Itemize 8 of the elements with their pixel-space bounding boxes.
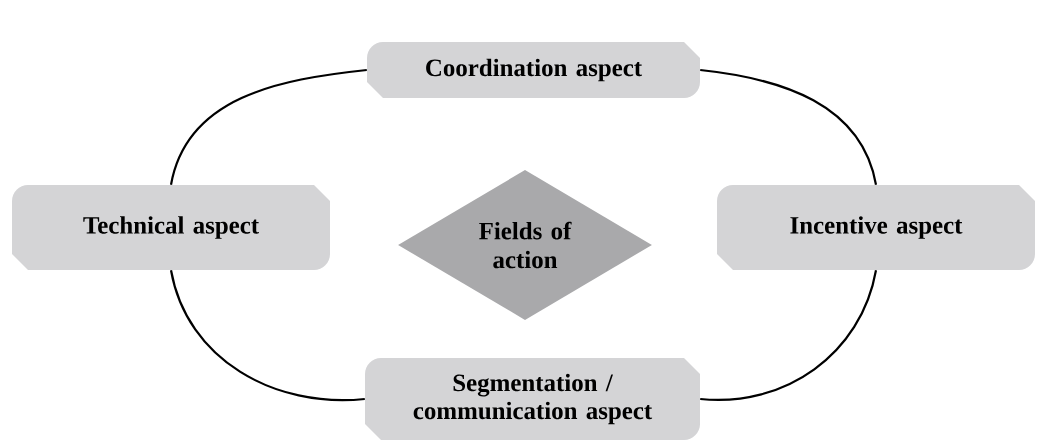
process-box: Technical aspect <box>12 185 330 270</box>
connector-arc <box>700 68 878 186</box>
process-box: Segmentation / communication aspect <box>365 358 700 440</box>
connector-arc <box>169 68 367 186</box>
process-box: Coordination aspect <box>367 42 700 98</box>
process-box: Incentive aspect <box>717 185 1035 270</box>
connector-arc <box>700 269 878 401</box>
connector-arc <box>169 269 365 402</box>
